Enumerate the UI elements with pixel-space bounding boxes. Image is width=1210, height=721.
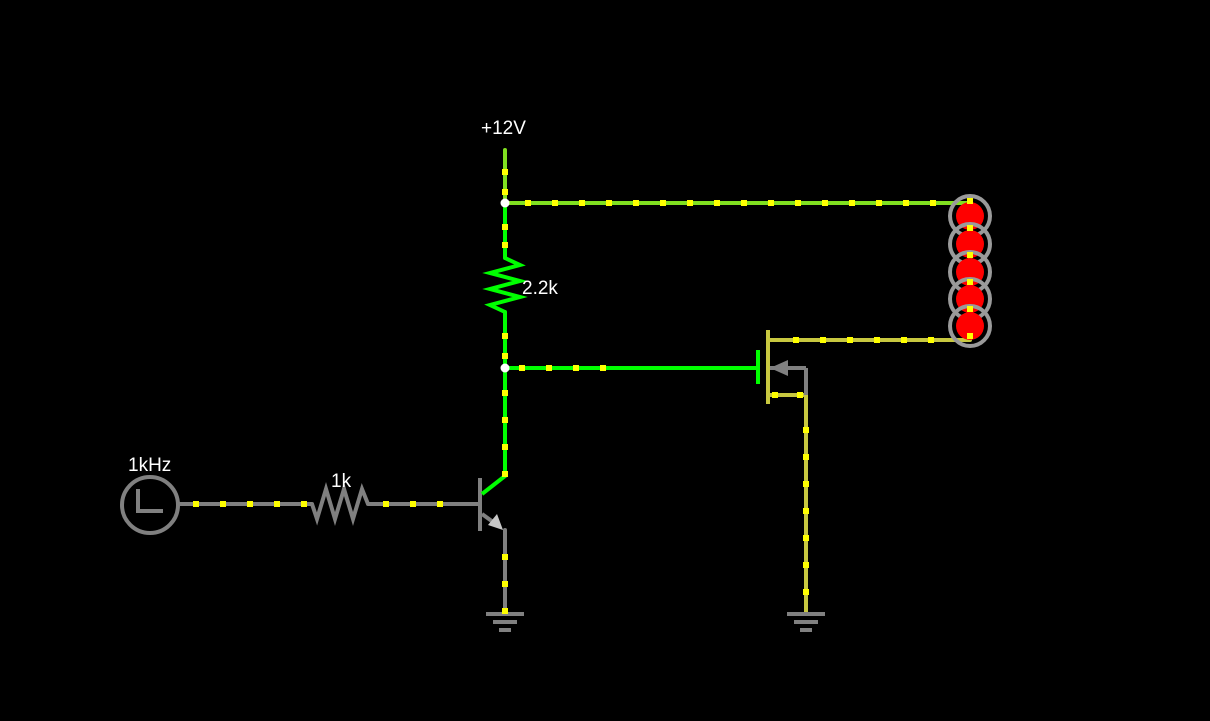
pullup-resistor[interactable] (482, 256, 528, 314)
junction-node (500, 198, 510, 208)
current-dot (502, 581, 508, 587)
current-dot (383, 501, 389, 507)
current-dot (876, 200, 882, 206)
current-dot (803, 562, 809, 568)
current-dot (410, 501, 416, 507)
current-dot (193, 501, 199, 507)
current-dot (502, 554, 508, 560)
current-dot (502, 390, 508, 396)
current-dot (502, 444, 508, 450)
current-dot (502, 242, 508, 248)
supply-voltage-label: +12V (481, 118, 526, 139)
current-dot (687, 200, 693, 206)
current-dot (552, 200, 558, 206)
current-dot (967, 306, 973, 312)
current-dot (803, 589, 809, 595)
clock-source[interactable] (120, 475, 180, 535)
current-dot (741, 200, 747, 206)
current-dot (660, 200, 666, 206)
current-dot (301, 501, 307, 507)
base-resistor[interactable] (310, 482, 370, 526)
square-wave-icon (136, 489, 163, 513)
current-dot (546, 365, 552, 371)
current-dot (803, 535, 809, 541)
current-dot (797, 392, 803, 398)
current-dot (573, 365, 579, 371)
current-dot (525, 200, 531, 206)
mosfet[interactable] (756, 330, 808, 404)
current-dot (247, 501, 253, 507)
junction-node (500, 363, 510, 373)
current-dot (793, 337, 799, 343)
current-dot (930, 200, 936, 206)
current-dot (795, 200, 801, 206)
current-dot (822, 200, 828, 206)
current-dot (967, 279, 973, 285)
current-dot (820, 337, 826, 343)
current-dot (714, 200, 720, 206)
current-dot (803, 508, 809, 514)
current-dot (519, 365, 525, 371)
current-dot (847, 337, 853, 343)
current-dots (193, 169, 973, 614)
current-dot (772, 392, 778, 398)
current-dot (606, 200, 612, 206)
emitter-arrow-icon (488, 514, 503, 530)
base-resistor-label: 1k (331, 471, 352, 492)
current-dot (803, 454, 809, 460)
current-dot (901, 337, 907, 343)
current-dot (768, 200, 774, 206)
current-dot (967, 198, 973, 204)
current-dot (928, 337, 934, 343)
current-dot (803, 481, 809, 487)
current-dot (967, 333, 973, 339)
current-dot (600, 365, 606, 371)
led-chain (948, 194, 992, 348)
mosfet-arrow-icon (770, 360, 788, 376)
current-dot (803, 427, 809, 433)
clock-frequency-label: 1kHz (128, 455, 172, 476)
current-dot (502, 471, 508, 477)
current-dot (502, 353, 508, 359)
current-dot (220, 501, 226, 507)
npn-transistor[interactable] (478, 474, 507, 531)
ground-symbol-1[interactable] (486, 612, 524, 632)
pullup-resistor-label: 2.2k (522, 278, 558, 299)
current-dot (903, 200, 909, 206)
current-dot (502, 224, 508, 230)
current-dot (849, 200, 855, 206)
current-dot (274, 501, 280, 507)
current-dot (502, 169, 508, 175)
current-dot (874, 337, 880, 343)
current-dot (502, 189, 508, 195)
current-dot (502, 417, 508, 423)
wires (178, 148, 972, 615)
current-dot (633, 200, 639, 206)
current-dot (502, 608, 508, 614)
ground-symbol-2[interactable] (787, 612, 825, 632)
current-dot (437, 501, 443, 507)
current-dot (967, 225, 973, 231)
current-dot (967, 252, 973, 258)
current-dot (579, 200, 585, 206)
current-dot (502, 333, 508, 339)
